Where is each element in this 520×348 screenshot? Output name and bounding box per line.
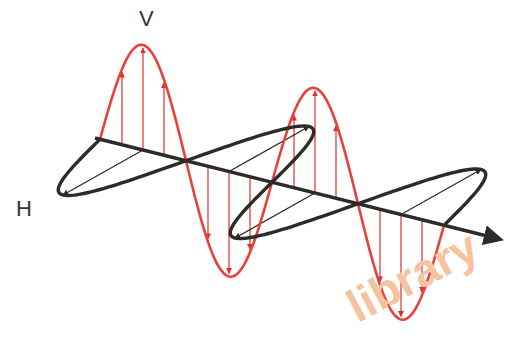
v-field-vector <box>335 126 336 199</box>
h-label: H <box>16 198 32 220</box>
v-field-vector <box>314 91 315 193</box>
v-field-vector <box>121 72 122 145</box>
v-field-vector <box>163 83 164 156</box>
v-label: V <box>139 8 154 30</box>
v-field-vector <box>142 48 143 150</box>
v-field-vector <box>228 172 229 274</box>
v-field-vector <box>207 166 208 239</box>
propagation-axis <box>95 138 500 239</box>
